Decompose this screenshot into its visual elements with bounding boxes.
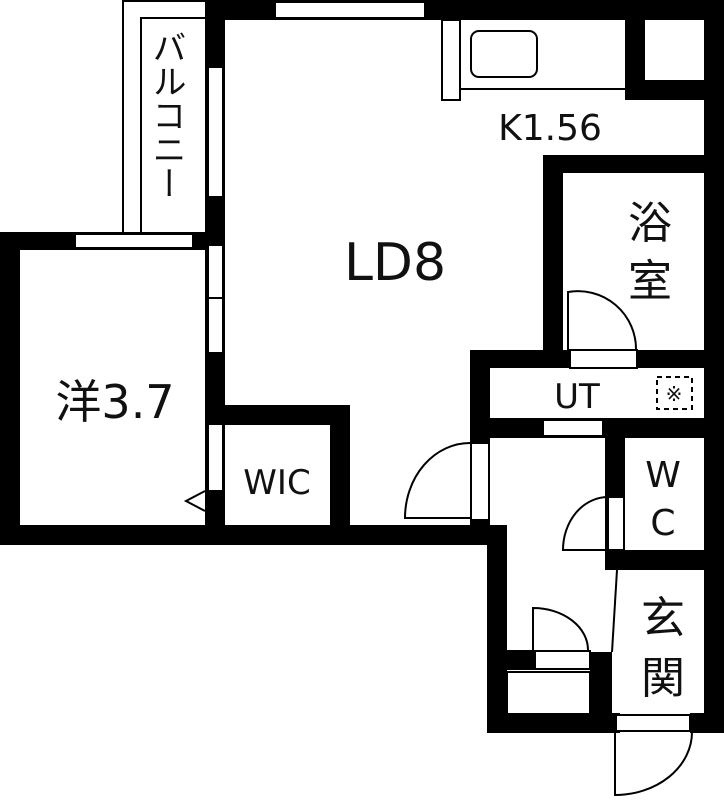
bath-door-opening[interactable] (569, 349, 638, 369)
washer-space-icon (656, 376, 693, 410)
kitchen-label: K1.56 (498, 108, 602, 149)
western-window[interactable] (74, 233, 194, 249)
entrance-label-2: 関 (641, 653, 685, 704)
living-dining-label: LD8 (344, 233, 446, 293)
wic-top-wall (205, 405, 350, 425)
sliding-door-2[interactable] (207, 297, 224, 354)
bottom-wall (0, 525, 507, 545)
western-left-wall (0, 232, 20, 545)
ld-door-opening[interactable] (470, 442, 490, 521)
hall-door-swing-icon (532, 606, 589, 651)
bathroom-label-2: 室 (628, 256, 672, 307)
bathroom-label-1: 浴 (628, 198, 672, 249)
wic-right-wall (330, 405, 350, 545)
entrance-bottom-wall-right (690, 713, 724, 733)
western-room-label: 洋3.7 (55, 375, 174, 429)
utility-label: UT (554, 377, 600, 417)
shoe-box-side-wall (590, 652, 612, 732)
wc-door-opening[interactable] (607, 496, 625, 551)
front-door-swing-icon (614, 731, 693, 797)
hall-left-wall (487, 525, 507, 732)
storage-block (625, 0, 705, 100)
balcony: バルコニー (122, 0, 208, 237)
shoe-box-door[interactable] (534, 650, 591, 670)
balcony-window[interactable] (207, 66, 224, 198)
bath-left-wall (543, 155, 563, 350)
sink-icon (470, 30, 538, 78)
bath-top-wall (543, 155, 724, 173)
shoe-box (506, 671, 591, 715)
ut-door-opening[interactable] (542, 419, 604, 437)
fridge (441, 19, 461, 101)
bath-door-swing-icon (567, 290, 638, 351)
entrance-label-1: 玄 (641, 593, 685, 644)
entrance-bottom-wall-left (487, 713, 620, 733)
toilet-label-2: C (650, 503, 675, 544)
kitchen-counter (441, 19, 625, 101)
shoe-box-wall (507, 650, 535, 670)
wc-door-swing-icon (561, 496, 609, 551)
step-line (611, 569, 618, 653)
front-door-opening[interactable] (615, 714, 691, 732)
ld-door-swing-icon (403, 442, 471, 519)
balcony-label: バルコニー (146, 30, 186, 200)
toilet-label-1: W (645, 455, 681, 496)
sliding-door-1[interactable] (207, 244, 224, 299)
washer-mark: ※ (666, 382, 683, 406)
wc-bottom-wall (605, 550, 724, 570)
top-window (274, 1, 426, 19)
closet-marker-icon (183, 490, 206, 512)
wic-label: WIC (243, 463, 310, 503)
